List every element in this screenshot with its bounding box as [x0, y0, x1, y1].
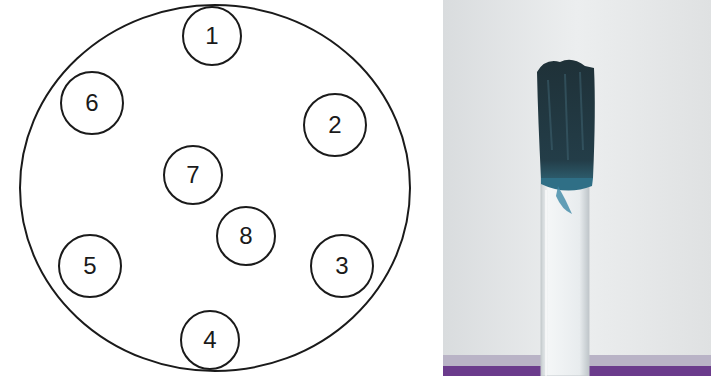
sample-well: 7	[163, 145, 223, 205]
test-tube-photo	[443, 0, 711, 376]
well-number: 2	[328, 113, 341, 137]
well-number: 6	[85, 91, 98, 115]
well-number: 7	[186, 163, 199, 187]
well-number: 8	[239, 224, 252, 248]
sample-well: 2	[303, 93, 367, 157]
sample-well: 6	[60, 71, 124, 135]
sample-well: 8	[216, 206, 276, 266]
plate-outline	[20, 5, 410, 371]
well-number: 1	[205, 24, 218, 48]
well-number: 4	[203, 328, 216, 352]
sample-well: 3	[310, 234, 374, 298]
sample-well: 5	[58, 234, 122, 298]
well-number: 5	[83, 254, 96, 278]
sample-well: 1	[182, 6, 242, 66]
well-number: 3	[335, 254, 348, 278]
sample-well: 4	[180, 310, 240, 370]
